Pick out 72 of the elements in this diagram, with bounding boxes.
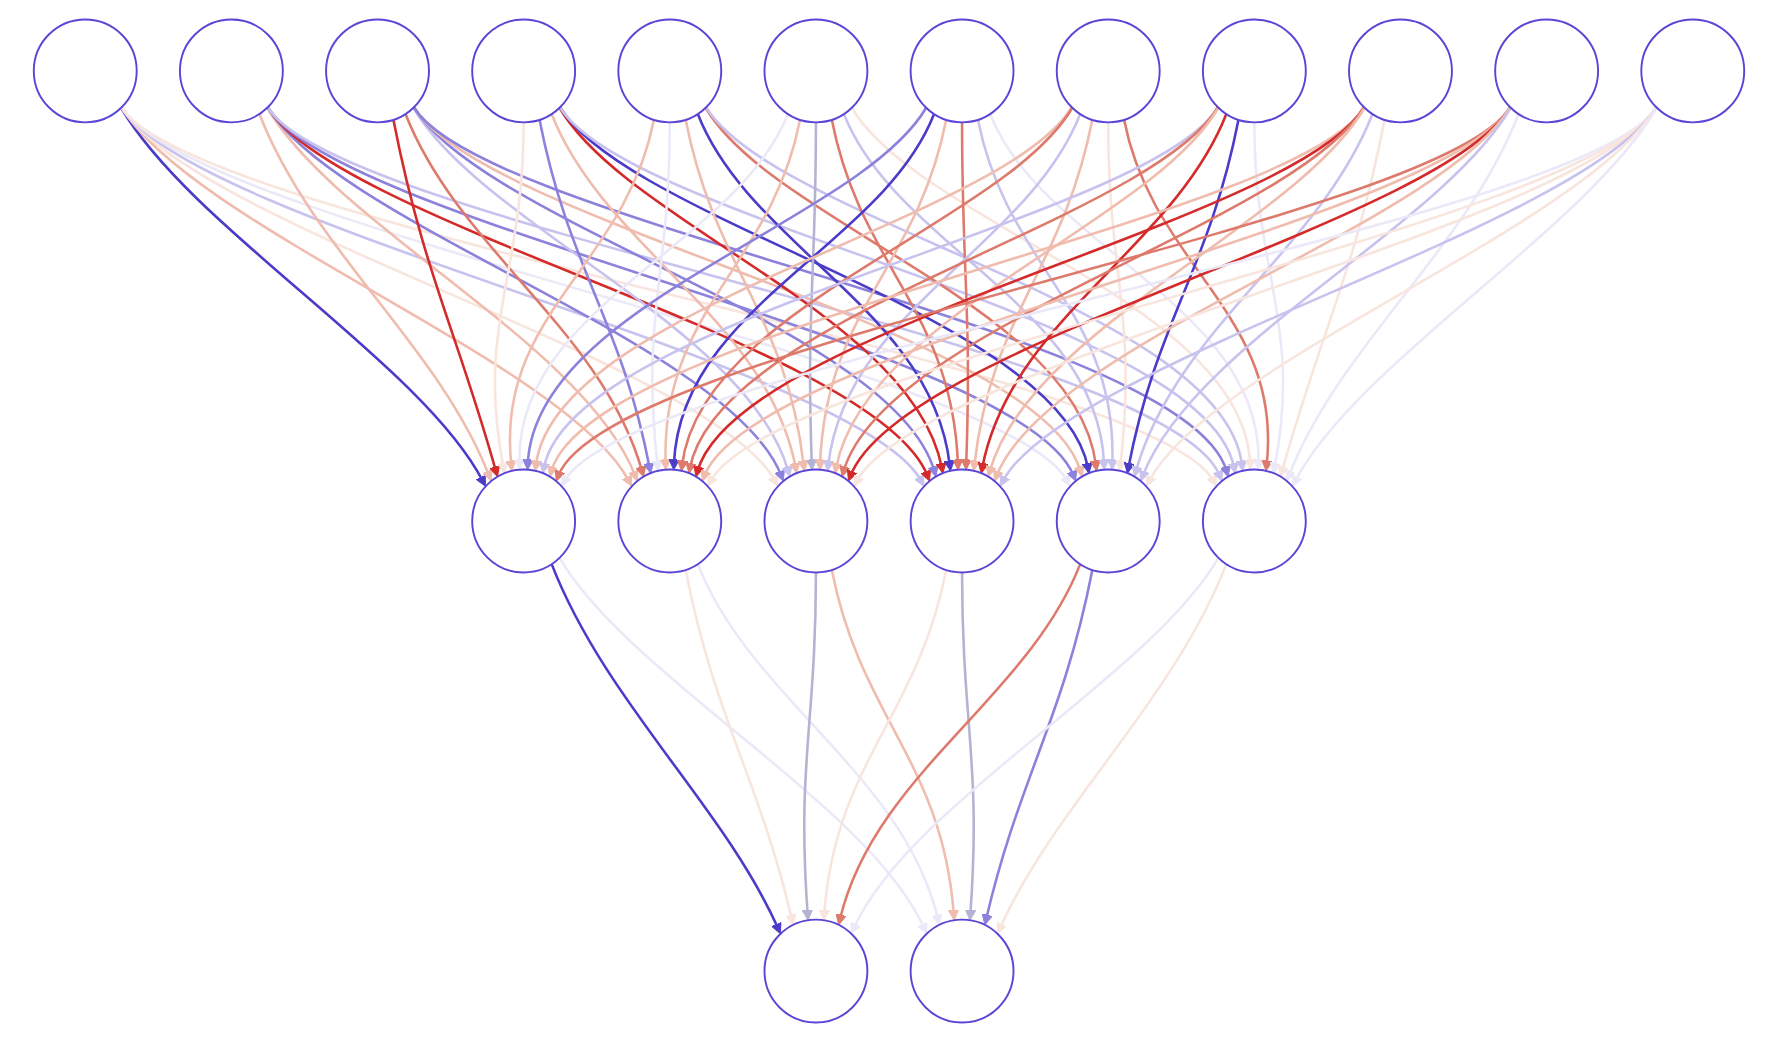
arrow: [996, 563, 1228, 934]
arrow: [993, 106, 1512, 482]
circle-node: [617, 468, 723, 574]
arrow: [1285, 113, 1520, 482]
circle-node: [909, 918, 1015, 1024]
circle-node: [763, 18, 869, 124]
circle-node: [1348, 18, 1453, 124]
arrow: [266, 107, 639, 482]
arrow: [823, 113, 1082, 472]
arrow: [1277, 119, 1386, 478]
arrow: [850, 557, 1220, 934]
arrow: [960, 122, 972, 471]
arrow: [835, 563, 1082, 926]
circle-node: [471, 468, 577, 574]
arrow: [960, 572, 977, 921]
arrow: [1123, 119, 1240, 474]
circle-node: [1494, 18, 1600, 124]
arrow: [550, 113, 800, 474]
arrow: [684, 119, 809, 472]
arrow: [392, 119, 501, 478]
circle-node: [32, 18, 138, 124]
arrow: [669, 113, 936, 471]
arrow: [969, 119, 1094, 472]
arrow: [1139, 107, 1512, 482]
arrow: [1132, 113, 1374, 477]
arrow: [1291, 107, 1658, 487]
arrow: [978, 113, 1228, 474]
arrow: [806, 122, 818, 471]
arrow: [412, 107, 792, 477]
arrow: [538, 119, 655, 474]
arrow: [1145, 106, 1658, 487]
circle-node: [763, 468, 869, 574]
circle-node: [471, 18, 577, 124]
arrow: [696, 113, 955, 472]
arrow: [413, 106, 1231, 477]
arrow: [514, 113, 790, 471]
circle-node: [909, 18, 1015, 124]
arrow: [1253, 122, 1285, 474]
arrow: [696, 563, 943, 926]
arrow: [558, 557, 928, 934]
arrow: [1106, 122, 1127, 472]
circle-node: [178, 18, 284, 124]
circle-node: [1055, 468, 1161, 574]
circle-node: [325, 18, 430, 124]
arrow: [842, 113, 1109, 471]
arrow: [660, 119, 802, 471]
arrow: [976, 119, 1118, 471]
arrow: [120, 107, 487, 487]
arrow: [988, 113, 1264, 471]
arrow: [258, 113, 493, 482]
circle-node: [909, 468, 1015, 574]
arrow: [651, 122, 672, 472]
arrow: [986, 107, 1366, 477]
arrow: [505, 119, 656, 472]
circle-node: [617, 18, 723, 124]
arrow: [981, 569, 1094, 926]
arrow: [814, 119, 948, 471]
arrow: [819, 569, 948, 921]
circle-node: [763, 918, 869, 1024]
arrow: [830, 569, 959, 921]
arrow: [830, 119, 964, 471]
arrow: [840, 106, 1366, 477]
circle-node: [1055, 18, 1161, 124]
circle-node: [1201, 18, 1307, 124]
arrow: [1122, 119, 1273, 472]
circle-node: [1640, 18, 1746, 124]
circle-node: [1201, 468, 1307, 574]
arrow: [493, 122, 525, 474]
arrow: [801, 572, 818, 921]
arrow: [550, 563, 782, 934]
arrow: [404, 113, 646, 477]
arrow: [684, 569, 797, 926]
